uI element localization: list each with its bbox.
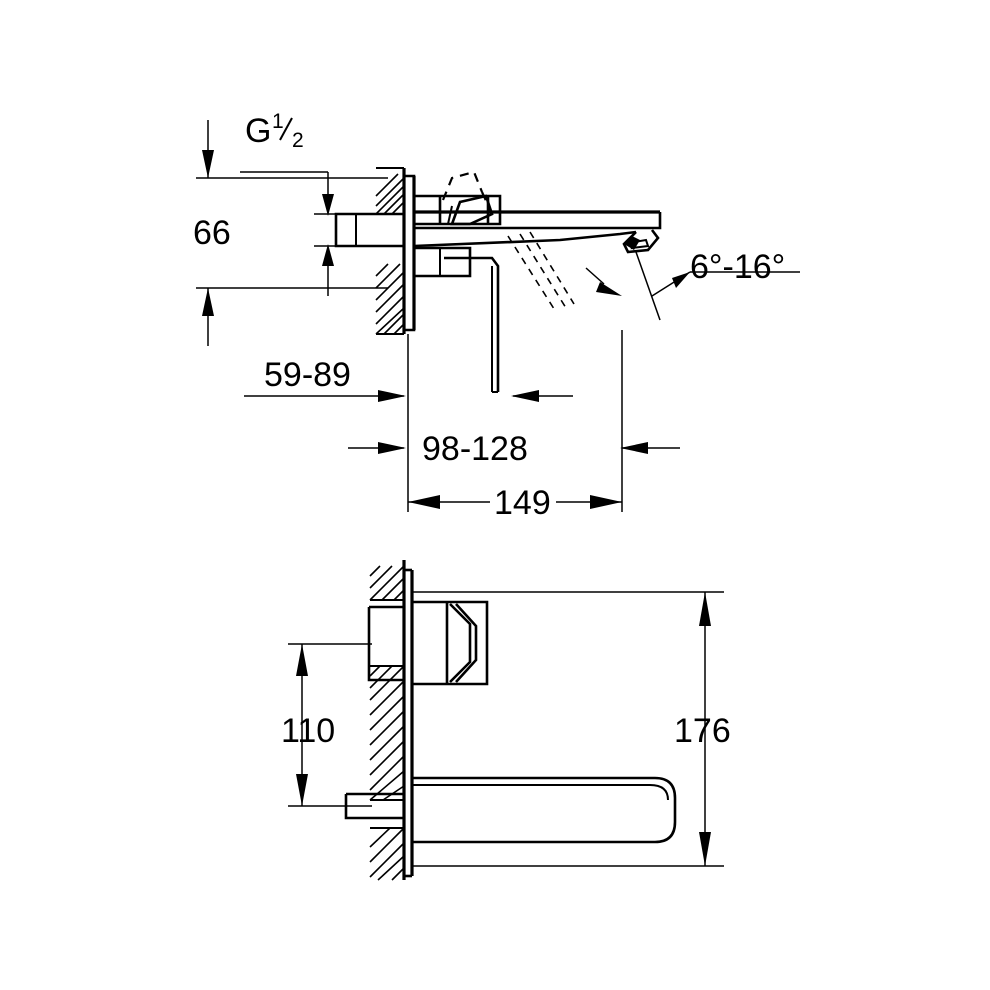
dimension-label-149: 149: [494, 484, 551, 522]
dim110-arrow-bottom: [296, 774, 308, 806]
escutcheon-plate-side: [404, 174, 416, 332]
dimension-176: 176: [412, 591, 731, 867]
spout-front: [412, 776, 677, 844]
water-stream-dashed: [507, 231, 575, 313]
popup-rod-side: [444, 256, 500, 393]
wall-section-top: [375, 167, 406, 335]
angle-arrow-head-right: [672, 272, 690, 288]
dim66-arrow-top: [202, 150, 214, 178]
angle-arrow-head-left: [596, 282, 622, 296]
dimension-label-98-128: 98-128: [422, 430, 528, 468]
dim149-arrow-right: [590, 495, 622, 509]
dimension-149: 149: [407, 330, 623, 522]
dim176-arrow-bottom: [699, 832, 711, 866]
dim149-arrow-left: [408, 495, 440, 509]
dim110-arrow-top: [296, 644, 308, 676]
dimension-66: 66: [193, 120, 388, 346]
dimension-59-89: 59-89: [244, 356, 573, 402]
front-elevation-view: 110 176: [281, 560, 731, 881]
dimension-label-66: 66: [193, 214, 231, 252]
dim98128-arrow-right: [378, 442, 406, 454]
dimension-98-128: 98-128: [348, 430, 680, 468]
g-half-arrow-down: [322, 194, 334, 216]
lever-handle-side: [441, 170, 494, 226]
wall-hatching-bottom-upper: [369, 565, 405, 601]
dim98128-arrow-far-right: [620, 442, 648, 454]
dimension-label-110: 110: [281, 712, 335, 750]
inlet-stub-front: [344, 792, 404, 820]
escutcheon-plate-front: [404, 568, 414, 878]
dimension-g-half: G 1 2: [240, 110, 404, 296]
angle-annotation-group: 6°-16°: [585, 248, 800, 321]
thread-label-g: G: [245, 112, 271, 150]
thread-label-denominator: 2: [292, 129, 304, 152]
side-section-view: 6°-16° G 1 2: [193, 110, 800, 522]
dim66-arrow-bottom: [202, 288, 214, 316]
handle-block-front: [367, 600, 489, 686]
dim98128-arrow-left: [511, 390, 539, 402]
spout-side: [413, 210, 662, 254]
angle-dimension-label: 6°-16°: [690, 248, 785, 286]
wall-hatching-bottom-lower: [369, 827, 405, 881]
dimension-label-176: 176: [674, 712, 731, 750]
dimension-110: 110: [281, 643, 372, 807]
dimension-label-59-89: 59-89: [264, 356, 351, 394]
dim5989-arrow: [378, 390, 406, 402]
g-half-arrow-up: [322, 244, 334, 266]
wall-hatching-top-lower: [375, 263, 405, 335]
thread-label-numerator: 1: [272, 110, 284, 133]
dim176-arrow-top: [699, 592, 711, 626]
